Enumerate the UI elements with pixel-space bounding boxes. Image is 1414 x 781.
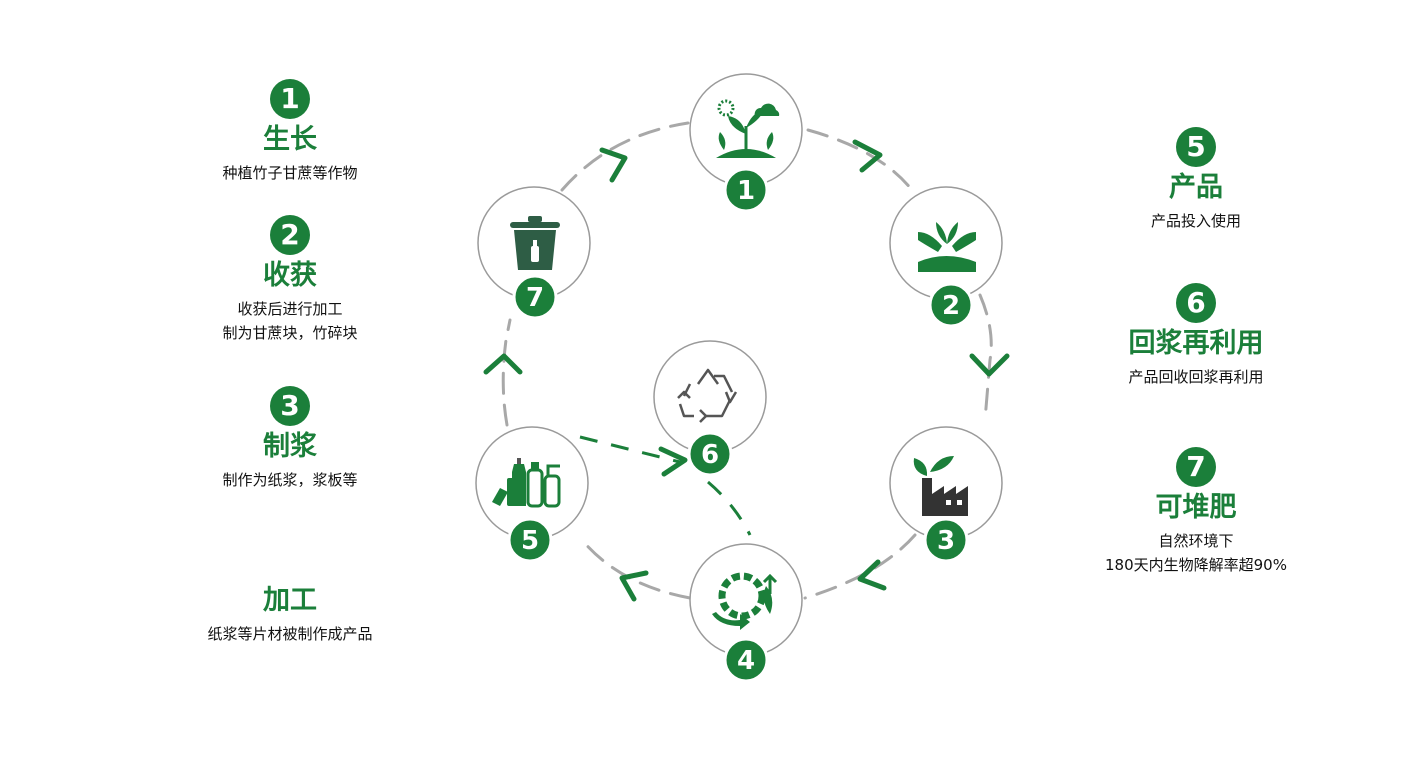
step-repulp-reuse: 6 回浆再利用 产品回收回浆再利用	[1046, 283, 1346, 389]
step-title: 收获	[263, 260, 317, 291]
step-description: 自然环境下 180天内生物降解率超90%	[1046, 529, 1346, 577]
harvest-hands-plant-icon	[918, 222, 976, 272]
step-number-badge: 3	[270, 386, 310, 426]
step-title: 产品	[1169, 172, 1223, 203]
step-product: 5 产品 产品投入使用	[1046, 127, 1346, 233]
arrow-3-to-4	[857, 559, 887, 591]
node-number: 1	[737, 176, 755, 206]
node-number: 5	[521, 526, 539, 556]
step-processing: 加工 纸浆等片材被制作成产品	[140, 580, 440, 646]
cycle-node-6: 6	[653, 340, 767, 477]
direction-arrows	[483, 139, 1010, 602]
node-number: 7	[526, 283, 544, 313]
gear-processing-icon	[712, 572, 778, 630]
node-number: 2	[942, 291, 960, 321]
cycle-node-7: 7	[477, 186, 591, 320]
arrow-5-to-7	[483, 353, 523, 375]
step-description-line: 自然环境下	[1158, 532, 1234, 550]
node-number: 3	[937, 526, 955, 556]
factory-leaf-icon	[913, 456, 968, 516]
step-growth: 1 生长 种植竹子甘蔗等作物	[140, 79, 440, 185]
arrow-4-to-5	[619, 570, 649, 602]
arrow-2-to-3	[969, 353, 1010, 377]
node-number: 4	[737, 646, 755, 676]
cycle-node-2: 2	[889, 186, 1003, 328]
recycle-arrows-icon	[677, 368, 738, 423]
step-description: 收获后进行加工 制为甘蔗块，竹碎块	[140, 297, 440, 345]
sprout-sun-cloud-icon	[716, 99, 780, 158]
compost-bin-icon	[510, 216, 560, 270]
step-description: 产品投入使用	[1150, 212, 1241, 230]
step-number-badge: 6	[1176, 283, 1216, 323]
step-title: 回浆再利用	[1128, 328, 1264, 359]
step-description-line: 180天内生物降解率超90%	[1105, 556, 1287, 574]
step-number-badge: 2	[270, 215, 310, 255]
step-title: 制浆	[263, 431, 317, 462]
step-harvest: 2 收获 收获后进行加工 制为甘蔗块，竹碎块	[140, 215, 440, 345]
step-description-line: 制为甘蔗块，竹碎块	[222, 324, 358, 342]
step-description-line: 收获后进行加工	[237, 300, 343, 318]
step-description: 种植竹子甘蔗等作物	[222, 164, 358, 182]
bottles-products-icon	[492, 458, 561, 508]
step-title: 可堆肥	[1155, 492, 1237, 523]
step-description: 制作为纸浆，浆板等	[222, 471, 358, 489]
arrow-7-to-1	[599, 147, 628, 183]
step-pulping: 3 制浆 制作为纸浆，浆板等	[140, 386, 440, 492]
step-description: 产品回收回浆再利用	[1128, 368, 1264, 386]
step-number-badge: 1	[270, 79, 310, 119]
step-number-badge: 7	[1176, 447, 1216, 487]
cycle-node-5: 5	[475, 426, 589, 563]
step-title: 加工	[263, 585, 317, 616]
cycle-connectors	[501, 121, 993, 600]
cycle-node-4: 4	[689, 543, 803, 683]
step-description: 纸浆等片材被制作成产品	[207, 625, 373, 643]
step-compostable: 7 可堆肥 自然环境下 180天内生物降解率超90%	[1046, 447, 1346, 577]
arrow-5-to-6	[658, 446, 688, 477]
step-number-badge: 5	[1176, 127, 1216, 167]
node-number: 6	[701, 440, 719, 470]
arrow-1-to-2	[852, 139, 883, 173]
cycle-node-3: 3	[889, 426, 1003, 563]
cycle-node-1: 1	[689, 73, 803, 213]
step-title: 生长	[263, 124, 317, 155]
